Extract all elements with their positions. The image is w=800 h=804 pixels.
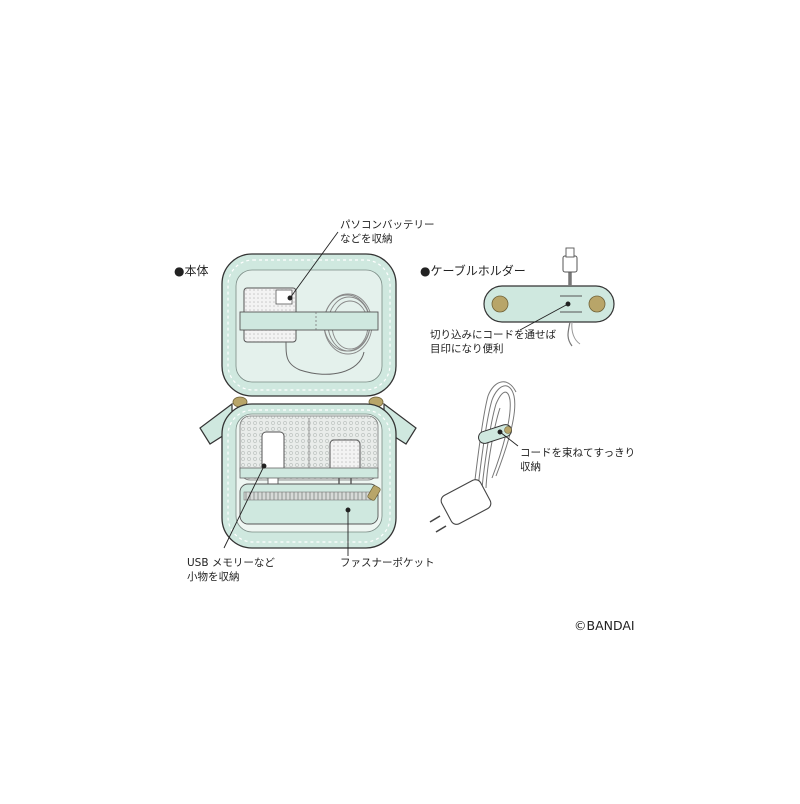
callout-usb: USB メモリーなど 小物を収納 <box>187 556 275 584</box>
section-title-main-body: ●本体 <box>174 264 209 278</box>
callout-bundle-line1: コードを束ねてすっきり <box>520 447 636 459</box>
callout-bundle: コードを束ねてすっきり 収納 <box>520 446 635 474</box>
callout-bundle-line2: 収納 <box>520 461 541 473</box>
case-upper-half <box>221 253 397 397</box>
callout-holder-slit-line1: 切り込みにコードを通せば <box>430 329 556 341</box>
callout-holder-slit: 切り込みにコードを通せば 目印になり便利 <box>430 328 556 356</box>
callout-battery: パソコンバッテリー などを収納 <box>340 218 435 246</box>
elastic-band <box>239 311 379 331</box>
zipper-pocket <box>239 483 381 525</box>
case-lower-half <box>221 403 397 549</box>
callout-battery-line2: などを収納 <box>340 233 393 245</box>
usb-memory <box>261 431 285 485</box>
bundled-adapter <box>429 479 492 533</box>
copyright-notice: ©BANDAI <box>574 618 635 633</box>
callout-battery-line1: パソコンバッテリー <box>340 219 435 231</box>
section-title-cable-holder: ●ケーブルホルダー <box>420 264 526 278</box>
callout-usb-line2: 小物を収納 <box>187 571 240 583</box>
cable-holder <box>483 247 615 347</box>
bundled-cable <box>429 381 517 533</box>
callout-zipper-pocket: ファスナーポケット <box>340 557 435 569</box>
callout-usb-line1: USB メモリーなど <box>187 557 275 569</box>
callout-leaders <box>223 231 571 556</box>
callout-holder-slit-line2: 目印になり便利 <box>430 343 504 355</box>
